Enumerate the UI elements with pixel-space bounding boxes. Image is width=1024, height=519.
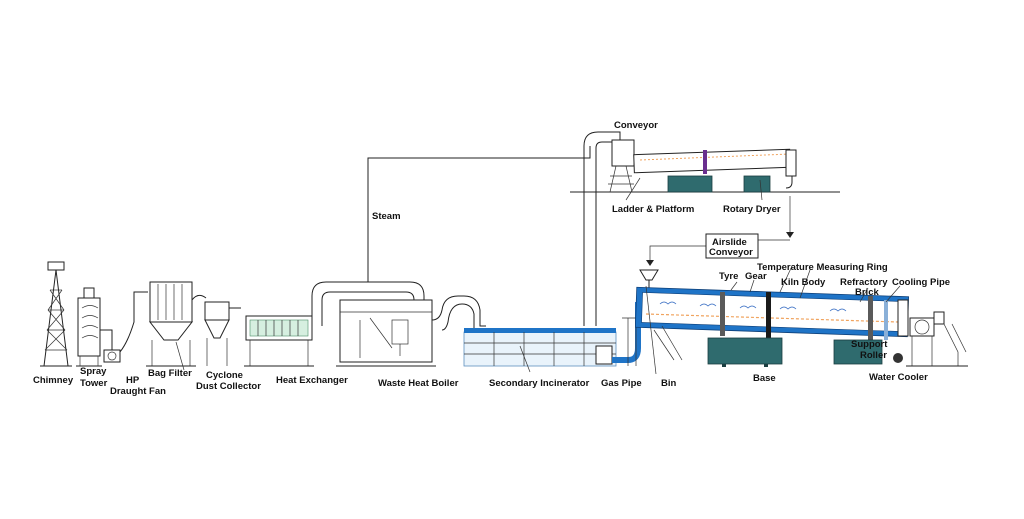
label-kiln-body: Kiln Body (781, 277, 826, 288)
label-steam: Steam (372, 211, 401, 222)
water-cooler (906, 311, 968, 367)
hp-draught-fan (100, 291, 148, 363)
label-temperature-ring: Temperature Measuring Ring (757, 262, 888, 273)
label-chimney: Chimney (33, 375, 74, 386)
label-base: Base (753, 373, 776, 384)
label-rotary-dryer: Rotary Dryer (723, 204, 781, 215)
spray-tower (76, 287, 102, 367)
label-support-roller-2: Roller (860, 350, 887, 361)
label-refractory-brick-1: Refractory (840, 277, 888, 288)
airslide-conveyor (705, 233, 759, 259)
bag-filter (146, 281, 196, 367)
waste-heat-boiler (311, 281, 436, 367)
label-refractory-brick-2: Brick (855, 287, 879, 298)
label-cyclone-2: Dust Collector (196, 381, 261, 392)
label-hp-draught-fan-1: HP (126, 375, 140, 386)
label-support-roller-1: Support (851, 339, 888, 350)
rotary-kiln (634, 286, 910, 367)
label-airslide-2: Conveyor (709, 247, 753, 258)
chimney (40, 261, 72, 367)
connecting-pipe (431, 295, 486, 336)
label-heat-exchanger: Heat Exchanger (276, 375, 348, 386)
label-cooling-pipe: Cooling Pipe (892, 277, 950, 288)
label-conveyor: Conveyor (614, 120, 658, 131)
rotary-dryer (608, 148, 797, 193)
support-roller (893, 353, 903, 363)
label-ladder-platform: Ladder & Platform (612, 204, 694, 215)
label-gear: Gear (745, 271, 767, 282)
label-secondary-incinerator: Secondary Incinerator (489, 378, 590, 389)
label-tyre: Tyre (719, 271, 738, 282)
label-gas-pipe: Gas Pipe (601, 378, 642, 389)
label-spray-tower-2: Tower (80, 378, 108, 389)
label-water-cooler: Water Cooler (869, 372, 928, 383)
cyclone-dust-collector (191, 294, 241, 366)
material-flow-arrows (646, 196, 794, 266)
steam-line (367, 146, 591, 282)
label-cyclone-1: Cyclone (206, 370, 243, 381)
label-bag-filter: Bag Filter (148, 368, 192, 379)
label-waste-heat-boiler: Waste Heat Boiler (378, 378, 459, 389)
heat-exchanger (244, 315, 314, 367)
label-bin: Bin (661, 378, 677, 389)
label-spray-tower-1: Spray (80, 366, 107, 377)
leader-lines (175, 177, 901, 375)
label-airslide-1: Airslide (712, 237, 747, 248)
label-hp-draught-fan-2: Draught Fan (110, 386, 166, 397)
secondary-incinerator (463, 328, 617, 367)
